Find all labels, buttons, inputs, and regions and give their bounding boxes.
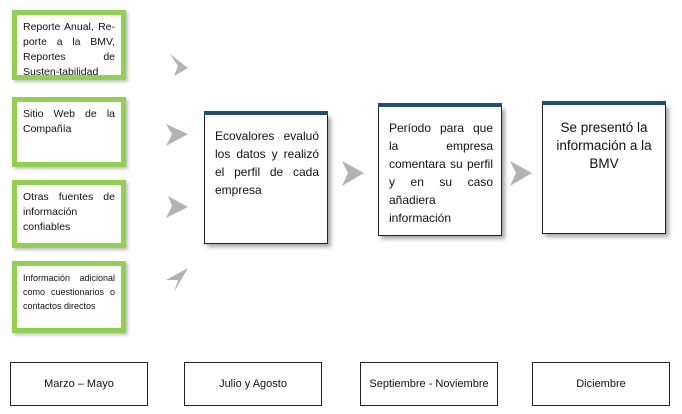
source-other-reliable: Otras fuentes de información confiables	[12, 180, 126, 248]
arrow-icon	[510, 161, 532, 186]
step-comment-period: Período para que la empresa comentara su…	[378, 103, 502, 236]
source-company-website: Sitio Web de la Compañía	[12, 97, 126, 167]
period-sep-nov: Septiembre - Noviembre	[360, 362, 498, 406]
arrow-icon	[342, 161, 364, 186]
period-dec: Diciembre	[532, 362, 670, 406]
step-topbar	[378, 103, 502, 107]
arrow-icon	[166, 124, 188, 146]
step-topbar	[204, 111, 328, 115]
source-additional-info: Información adicional como cuestionarios…	[12, 261, 126, 333]
source-annual-report: Reporte Anual, Re-porte a la BMV, Report…	[12, 10, 126, 80]
step-presentation-text: Se presentó la información a la BMV	[556, 120, 652, 171]
step-evaluation: Ecovalores evaluó los datos y realizó el…	[204, 111, 328, 244]
step-presentation: Se presentó la información a la BMV	[542, 101, 666, 234]
period-mar-may: Marzo – Mayo	[10, 362, 148, 406]
arrow-icon	[166, 196, 188, 218]
arrow-icon	[170, 54, 188, 76]
step-evaluation-text: Ecovalores evaluó los datos y realizó el…	[215, 129, 319, 197]
period-jul-aug: Julio y Agosto	[184, 362, 322, 406]
step-comment-period-text: Período para que la empresa comentara su…	[389, 121, 493, 225]
arrow-icon	[166, 268, 188, 292]
step-topbar	[542, 101, 666, 105]
